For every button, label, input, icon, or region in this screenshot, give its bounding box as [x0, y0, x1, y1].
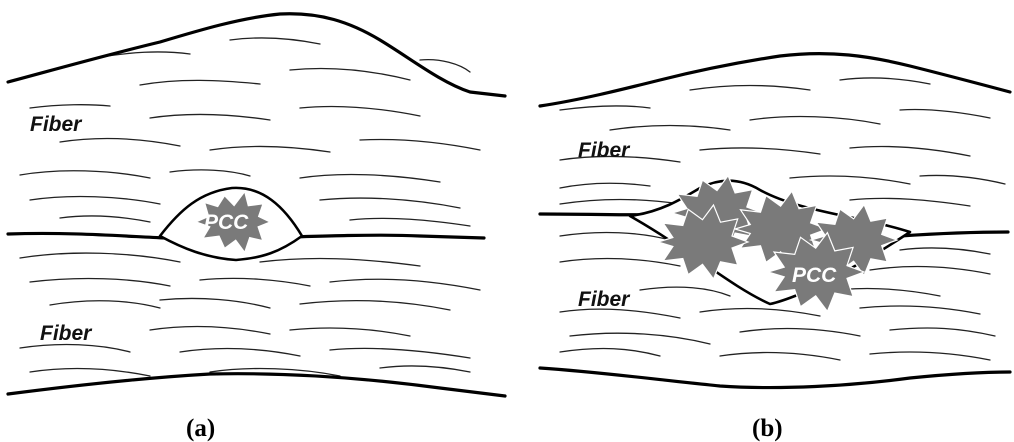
fiber-bottom-outline-b [540, 368, 1010, 388]
caption-a: (a) [186, 415, 215, 442]
fiber-top-outline-b [540, 54, 1010, 106]
fiber-label-b-bottom: Fiber [578, 288, 631, 311]
interface-line-b-right [900, 232, 1008, 236]
fiber-label-a-top: Fiber [30, 113, 83, 136]
pcc-label-a: PCC [204, 211, 249, 234]
fiber-bottom-outline-a [8, 374, 505, 396]
caption-b: (b) [752, 415, 783, 442]
fiber-label-b-top: Fiber [578, 139, 631, 162]
pcc-cluster-b [658, 176, 897, 312]
fiber-label-a-bottom: Fiber [40, 322, 93, 345]
panel-b: Fiber Fiber PCC (b) [540, 54, 1010, 442]
panel-a: Fiber Fiber PCC (a) [8, 14, 505, 442]
pcc-label-b: PCC [792, 264, 837, 287]
